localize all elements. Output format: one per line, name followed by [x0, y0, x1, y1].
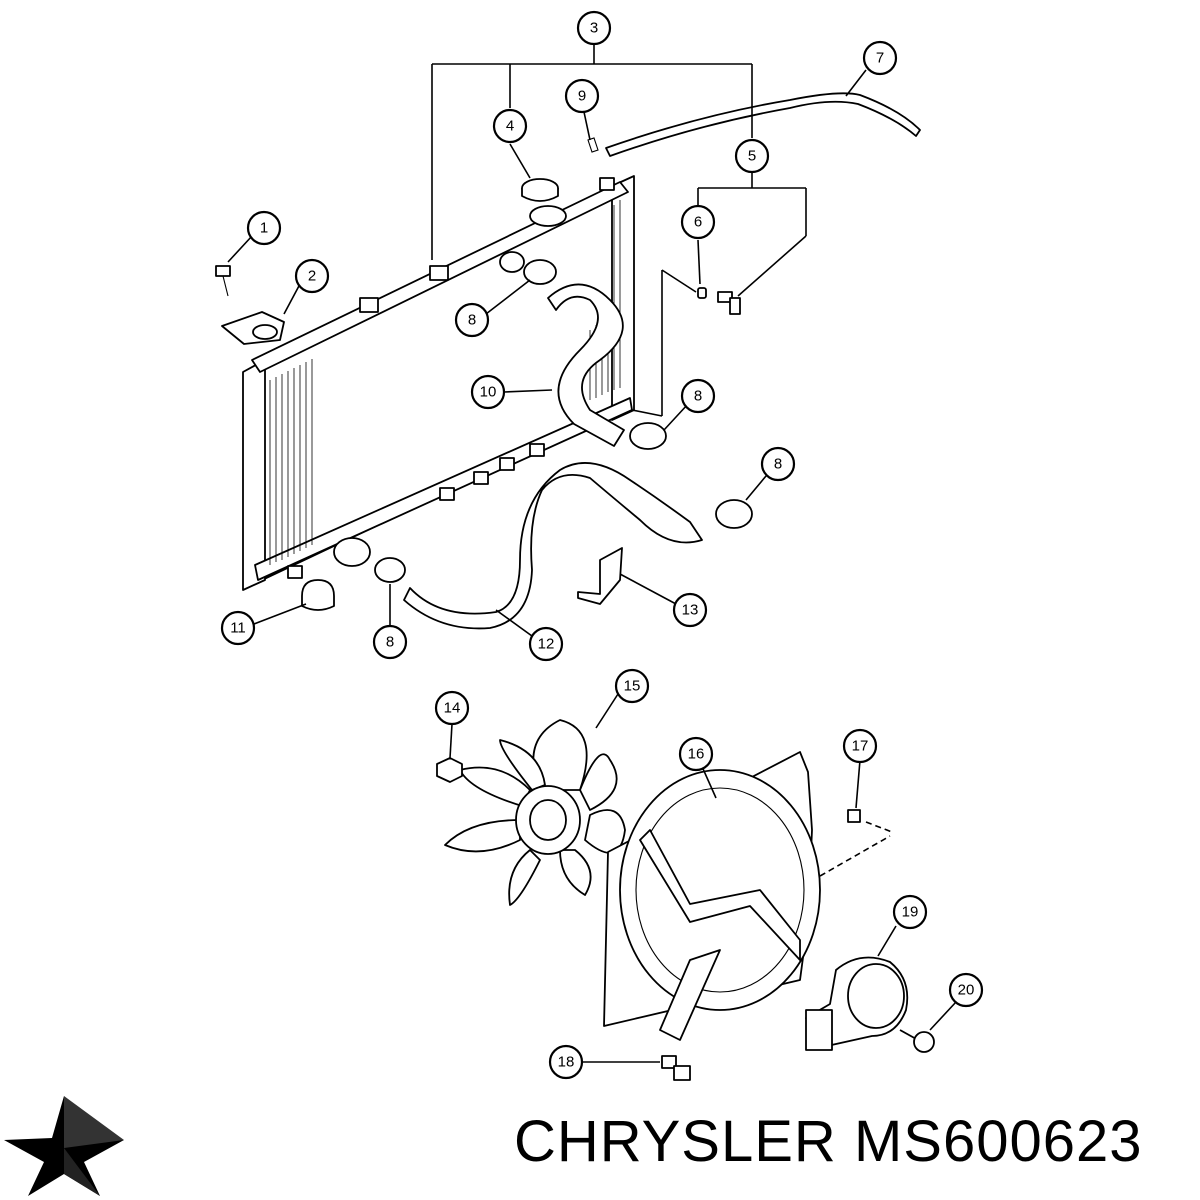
callout-13: 13: [672, 592, 708, 628]
callout-8: 8: [680, 378, 716, 414]
drain-oring: [697, 287, 707, 299]
svg-text:1: 1: [260, 220, 268, 237]
svg-text:15: 15: [624, 678, 641, 695]
svg-text:19: 19: [902, 904, 919, 921]
motor-screw: [899, 1029, 935, 1053]
callout-8: 8: [760, 446, 796, 482]
svg-text:8: 8: [694, 388, 702, 405]
callout-12: 12: [528, 626, 564, 662]
svg-text:11: 11: [230, 620, 246, 637]
radiator-cap: [521, 178, 559, 202]
svg-text:3: 3: [590, 20, 598, 37]
fan-motor: [805, 956, 909, 1051]
svg-text:14: 14: [444, 700, 461, 717]
callout-5: 5: [734, 138, 770, 174]
svg-text:6: 6: [694, 214, 702, 231]
callout-11: 11: [220, 610, 256, 646]
shroud-bolt-18: [661, 1055, 691, 1081]
fan-nut: [436, 757, 463, 783]
callout-18: 18: [548, 1044, 584, 1080]
grommet: [301, 579, 335, 611]
callout-17: 17: [842, 728, 878, 764]
svg-text:9: 9: [578, 88, 586, 105]
svg-text:5: 5: [748, 148, 756, 165]
callout-16: 16: [678, 736, 714, 772]
svg-text:4: 4: [506, 118, 514, 135]
callout-1: 1: [246, 210, 282, 246]
callout-20: 20: [948, 972, 984, 1008]
svg-text:18: 18: [558, 1054, 575, 1071]
hose-clamp: [374, 557, 406, 583]
svg-text:16: 16: [688, 746, 705, 763]
leader-lines: [227, 44, 957, 1063]
svg-text:13: 13: [682, 602, 699, 619]
callout-8: 8: [454, 302, 490, 338]
callout-3: 3: [576, 10, 612, 46]
callout-14: 14: [434, 690, 470, 726]
callout-7: 7: [862, 40, 898, 76]
callout-15: 15: [614, 668, 650, 704]
svg-text:12: 12: [538, 636, 555, 653]
svg-text:2: 2: [308, 268, 316, 285]
lower-hose: [403, 462, 703, 630]
hose-clip: [587, 137, 599, 153]
svg-text:8: 8: [468, 312, 476, 329]
shroud-bolt-17: [847, 809, 861, 823]
callout-6: 6: [680, 204, 716, 240]
part-number: MS600623: [853, 1109, 1143, 1174]
svg-text:20: 20: [958, 982, 975, 999]
pentastar-icon: [4, 1096, 124, 1196]
callout-10: 10: [470, 374, 506, 410]
callout-9: 9: [564, 78, 600, 114]
hose-clamp: [629, 422, 667, 450]
callout-19: 19: [892, 894, 928, 930]
hose-clamp: [523, 259, 557, 285]
mount-bracket: [221, 311, 285, 345]
bolt-1: [215, 265, 231, 297]
svg-text:17: 17: [852, 738, 869, 755]
callout-8: 8: [372, 624, 408, 660]
drain-plug: [717, 291, 741, 315]
svg-text:8: 8: [774, 456, 782, 473]
cooling-fan: [444, 719, 626, 906]
fan-shroud: [603, 751, 821, 1041]
svg-text:8: 8: [386, 634, 394, 651]
brand-name: CHRYSLER: [514, 1109, 837, 1174]
hose-clamp: [715, 499, 753, 529]
part-caption: CHRYSLER MS600623: [514, 1108, 1142, 1175]
svg-text:10: 10: [480, 384, 497, 401]
callout-4: 4: [492, 108, 528, 144]
radiator: [242, 175, 635, 591]
upper-hose: [547, 283, 625, 447]
callout-2: 2: [294, 258, 330, 294]
svg-text:7: 7: [876, 50, 884, 67]
hose-bracket: [577, 547, 623, 605]
